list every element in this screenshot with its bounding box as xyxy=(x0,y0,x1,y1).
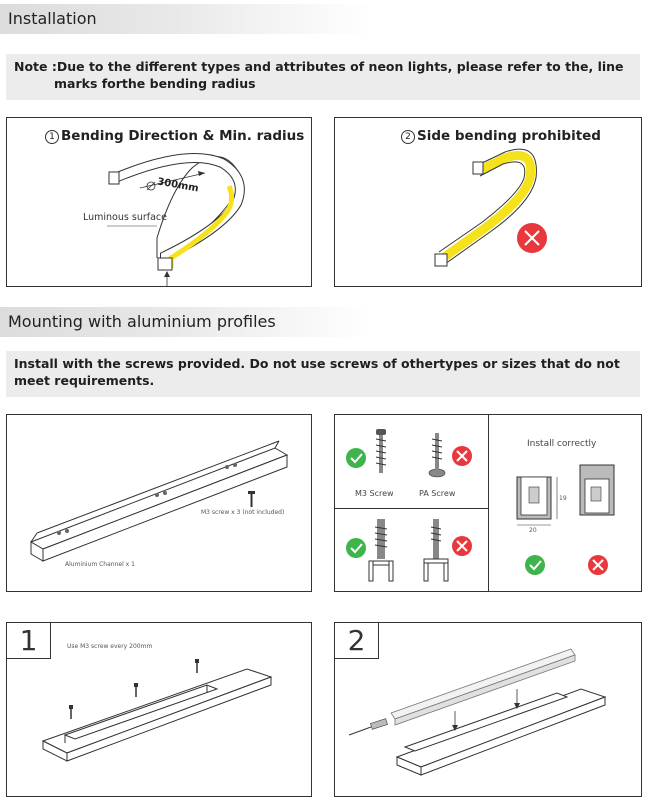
dimension-height-label: 19 xyxy=(559,495,567,502)
aluminium-channel-illustration xyxy=(29,440,289,562)
step-1-caption: Use M3 screw every 200mm xyxy=(67,643,153,650)
cross-icon xyxy=(517,223,547,253)
screw-icon xyxy=(428,433,446,478)
end-cap-top xyxy=(108,171,120,185)
installation-heading-text: Installation xyxy=(8,9,97,28)
cross-icon xyxy=(452,446,472,466)
mounting-note-line2: meet requirements. xyxy=(14,373,155,388)
pa-screw-label: PA Screw xyxy=(419,489,456,498)
bending-direction-title-text: Bending Direction & Min. radius xyxy=(61,128,305,144)
mounting-heading: Mounting with aluminium profiles xyxy=(0,307,372,337)
install-correctly-label: Install correctly xyxy=(527,439,597,449)
step-1-number: 1 xyxy=(7,623,51,659)
step-2-illustration xyxy=(348,648,607,776)
screw-icon xyxy=(195,659,199,673)
circled-number-2: 2 xyxy=(401,130,415,144)
screw-icon xyxy=(248,491,255,507)
side-end-cap-top xyxy=(472,161,484,175)
connector-plug xyxy=(348,718,388,736)
screw-comparison-illustration xyxy=(346,429,615,582)
dimension-width-label: 20 xyxy=(529,527,537,534)
m3-screw-label: M3 Screw xyxy=(355,489,394,498)
mounting-heading-text: Mounting with aluminium profiles xyxy=(8,312,276,331)
step-2-panel: 2 xyxy=(334,622,642,797)
mounted-screw-correct xyxy=(368,519,394,582)
profile-cross-section-correct xyxy=(516,476,558,526)
end-cap-bottom xyxy=(157,257,173,271)
step-1-panel: 1 Use M3 screw every 200mm xyxy=(6,622,312,797)
side-bending-title-text: Side bending prohibited xyxy=(417,128,601,144)
check-icon xyxy=(346,448,366,468)
installation-note-line1: Note :Due to the different types and att… xyxy=(14,59,624,74)
mounting-note-line1: Install with the screws provided. Do not… xyxy=(14,356,620,371)
screw-icon xyxy=(69,705,73,719)
cross-icon xyxy=(588,555,608,575)
mounted-screw-wrong xyxy=(423,519,449,582)
profile-cross-section-wrong xyxy=(579,464,615,516)
step-2-number: 2 xyxy=(335,623,379,659)
side-bending-illustration xyxy=(434,148,547,267)
check-icon xyxy=(525,555,545,575)
mounting-note: Install with the screws provided. Do not… xyxy=(6,351,640,397)
m3-screw-count-label: M3 screw x 3 (not included) xyxy=(201,509,285,516)
check-icon xyxy=(346,538,366,558)
side-end-cap-bottom xyxy=(434,253,448,267)
bending-illustration xyxy=(107,153,245,286)
diameter-symbol xyxy=(146,181,156,191)
screw-divider-vertical xyxy=(488,415,489,591)
installation-note-line2: marks forthe bending radius xyxy=(54,76,256,91)
channel-panel: M3 screw x 3 (not included) Aluminium Ch… xyxy=(6,414,312,592)
installation-note: Note :Due to the different types and att… xyxy=(6,54,640,100)
channel-count-label: Aluminium Channel x 1 xyxy=(65,561,135,568)
screw-comparison-panel: M3 Screw PA Screw Install correctly 20 1… xyxy=(334,414,642,592)
neon-yellow-surface xyxy=(168,185,235,268)
screw-icon xyxy=(375,429,387,473)
cross-icon xyxy=(452,536,472,556)
luminous-surface-label: Luminous surface xyxy=(83,212,167,223)
installation-heading: Installation xyxy=(0,4,372,34)
circled-number-1: 1 xyxy=(45,130,59,144)
screw-divider-horizontal xyxy=(335,508,488,509)
step-1-illustration xyxy=(41,659,273,762)
screw-icon xyxy=(134,683,138,697)
